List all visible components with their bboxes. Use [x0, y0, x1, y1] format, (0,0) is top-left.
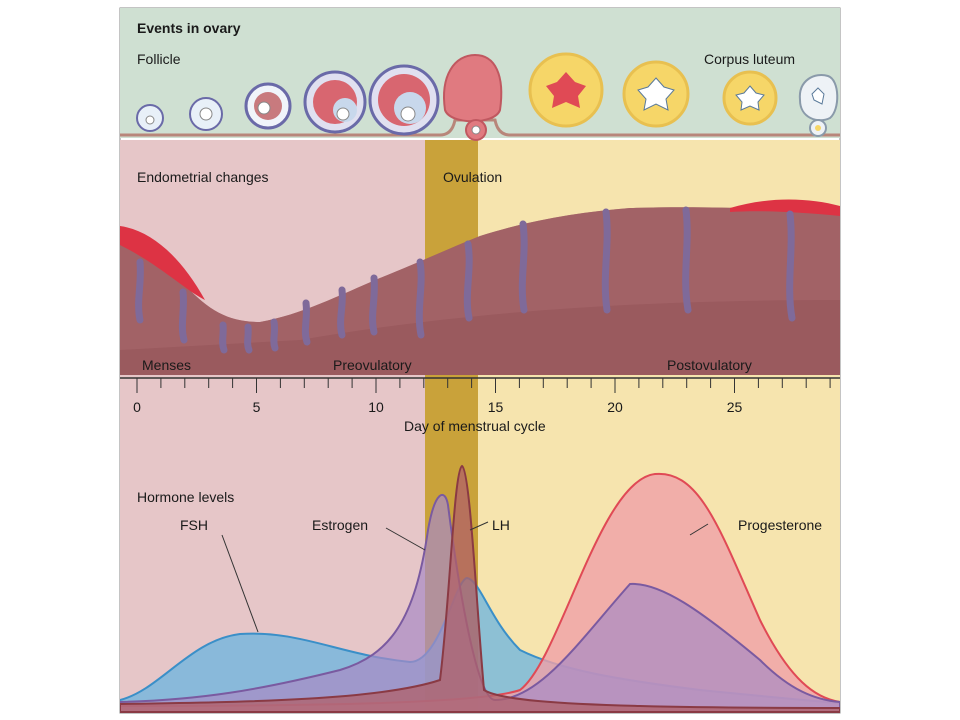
menses-blood-right — [730, 199, 840, 216]
fsh-label: FSH — [180, 517, 208, 533]
menses-label: Menses — [142, 357, 191, 373]
axis-tick-label: 20 — [607, 399, 623, 415]
preovulatory-label: Preovulatory — [333, 357, 412, 373]
follicle-label: Follicle — [137, 51, 181, 67]
hormone-levels-label: Hormone levels — [137, 489, 234, 505]
corpus-luteum-label: Corpus luteum — [704, 51, 795, 67]
endometrial-changes-label: Endometrial changes — [137, 169, 269, 185]
axis-tick-label: 0 — [133, 399, 141, 415]
progesterone-label: Progesterone — [738, 517, 822, 533]
menses-blood-left — [120, 226, 205, 300]
axis-tick-label: 5 — [253, 399, 261, 415]
day-axis-ticks — [136, 378, 831, 393]
label-leader-lines — [221, 521, 709, 633]
endometrium-upper-layer — [120, 207, 840, 350]
day-axis-title: Day of menstrual cycle — [404, 418, 546, 434]
endometrial-glands — [135, 206, 796, 354]
axis-tick-label: 15 — [488, 399, 504, 415]
axis-tick-label: 25 — [727, 399, 743, 415]
ovulation-label: Ovulation — [443, 169, 502, 185]
lh-label: LH — [492, 517, 510, 533]
axis-tick-label: 10 — [368, 399, 384, 415]
estrogen-label: Estrogen — [312, 517, 368, 533]
hormone-curves — [120, 464, 840, 713]
day-axis-tick-labels: 0 5 10 15 20 25 — [133, 399, 742, 415]
events-in-ovary-title: Events in ovary — [137, 20, 241, 36]
postovulatory-label: Postovulatory — [667, 357, 752, 373]
follicle-stages — [136, 52, 839, 141]
preovulatory-phase-bg — [120, 140, 425, 713]
